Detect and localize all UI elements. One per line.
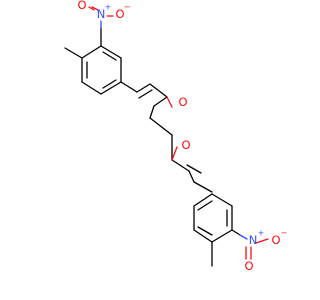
ring-bond xyxy=(211,193,233,207)
molecule-structure: N + O − O O O xyxy=(64,0,288,273)
alkene-double-bond xyxy=(186,164,202,174)
positive-charge: + xyxy=(258,229,265,238)
aromatic-inner-bond xyxy=(197,200,213,211)
n-bond-segment xyxy=(239,234,248,240)
ketone-oxygen-atom: O xyxy=(178,95,187,109)
chain-bond xyxy=(120,81,138,93)
upper-methyl-bond xyxy=(64,47,83,59)
chain-bond xyxy=(149,83,168,98)
ketone-oxygen-atom: O xyxy=(181,138,190,152)
chain-bond xyxy=(149,105,155,119)
chain-bond xyxy=(171,159,190,172)
oxygen-atom: O xyxy=(244,259,253,273)
aryl-n-bond xyxy=(231,229,241,236)
ring-bond xyxy=(100,81,122,95)
ketone-bond xyxy=(171,146,178,161)
chain-bond xyxy=(136,83,151,93)
negative-charge: − xyxy=(124,3,131,12)
ring-bond xyxy=(193,229,213,243)
negative-charge: − xyxy=(281,229,288,238)
n-o-bond xyxy=(91,6,99,11)
ring-bond xyxy=(193,193,213,207)
ring-bond xyxy=(81,45,102,59)
chain-bond xyxy=(188,170,195,183)
alkene-double-bond xyxy=(138,89,153,99)
oxygen-atom: O xyxy=(271,233,280,247)
aromatic-inner-bond xyxy=(197,226,213,236)
n-o-bond xyxy=(255,238,269,244)
structure-canvas: N + O − O O O xyxy=(64,0,288,273)
nitrogen-atom: N xyxy=(97,7,106,21)
chain-bond xyxy=(149,117,173,136)
oxygen-atom: O xyxy=(115,7,124,21)
ring-bond xyxy=(81,81,102,95)
upper-nitro-group: N + O − O xyxy=(77,0,131,47)
chain-bond xyxy=(153,96,168,107)
ring-bond xyxy=(211,229,233,243)
aromatic-inner-bond xyxy=(102,51,117,61)
nitrogen-atom: N xyxy=(249,233,258,247)
oxygen-atom: O xyxy=(77,0,86,12)
lower-nitro-group: N + O − O xyxy=(231,229,288,273)
chain-bond xyxy=(193,181,213,193)
ring-bond xyxy=(100,45,122,59)
lower-aromatic-ring xyxy=(193,193,233,243)
upper-aromatic-ring xyxy=(81,45,122,95)
ketone-bond xyxy=(166,96,173,108)
n-o-double-bond xyxy=(88,6,95,11)
dienone-chain: O O xyxy=(120,81,213,193)
positive-charge: + xyxy=(105,3,112,12)
aromatic-inner-bond xyxy=(102,79,117,89)
